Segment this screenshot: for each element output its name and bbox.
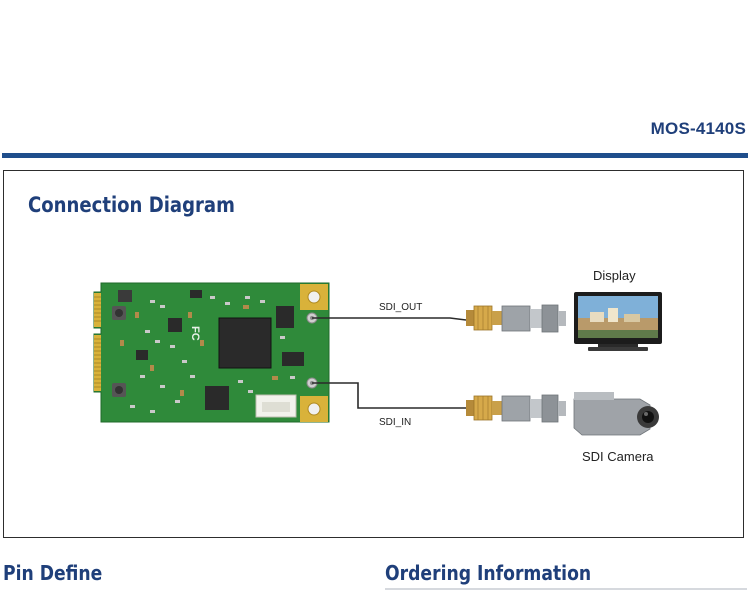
sdi-camera-label: SDI Camera [582,449,654,464]
ordering-information-title: Ordering Information [385,561,592,585]
display-label: Display [593,268,636,283]
ordering-rule [385,588,747,590]
sdi-out-connector [466,304,566,333]
sdi-out-cable [312,317,467,321]
connection-diagram-title: Connection Diagram [28,193,235,217]
sdi-camera [573,392,659,436]
display-monitor [574,292,662,351]
pin-define-title: Pin Define [3,561,103,585]
board-marking: FC [189,326,201,341]
connection-diagram-panel [3,170,744,538]
header-rule [2,153,748,158]
sdi-in-connector [466,394,566,423]
mini-pcie-board: FC [93,282,330,423]
sdi-in-cable [312,382,466,409]
model-number: MOS-4140S [650,119,746,138]
sdi-out-label: SDI_OUT [379,302,422,313]
sdi-in-label: SDI_IN [379,417,411,428]
